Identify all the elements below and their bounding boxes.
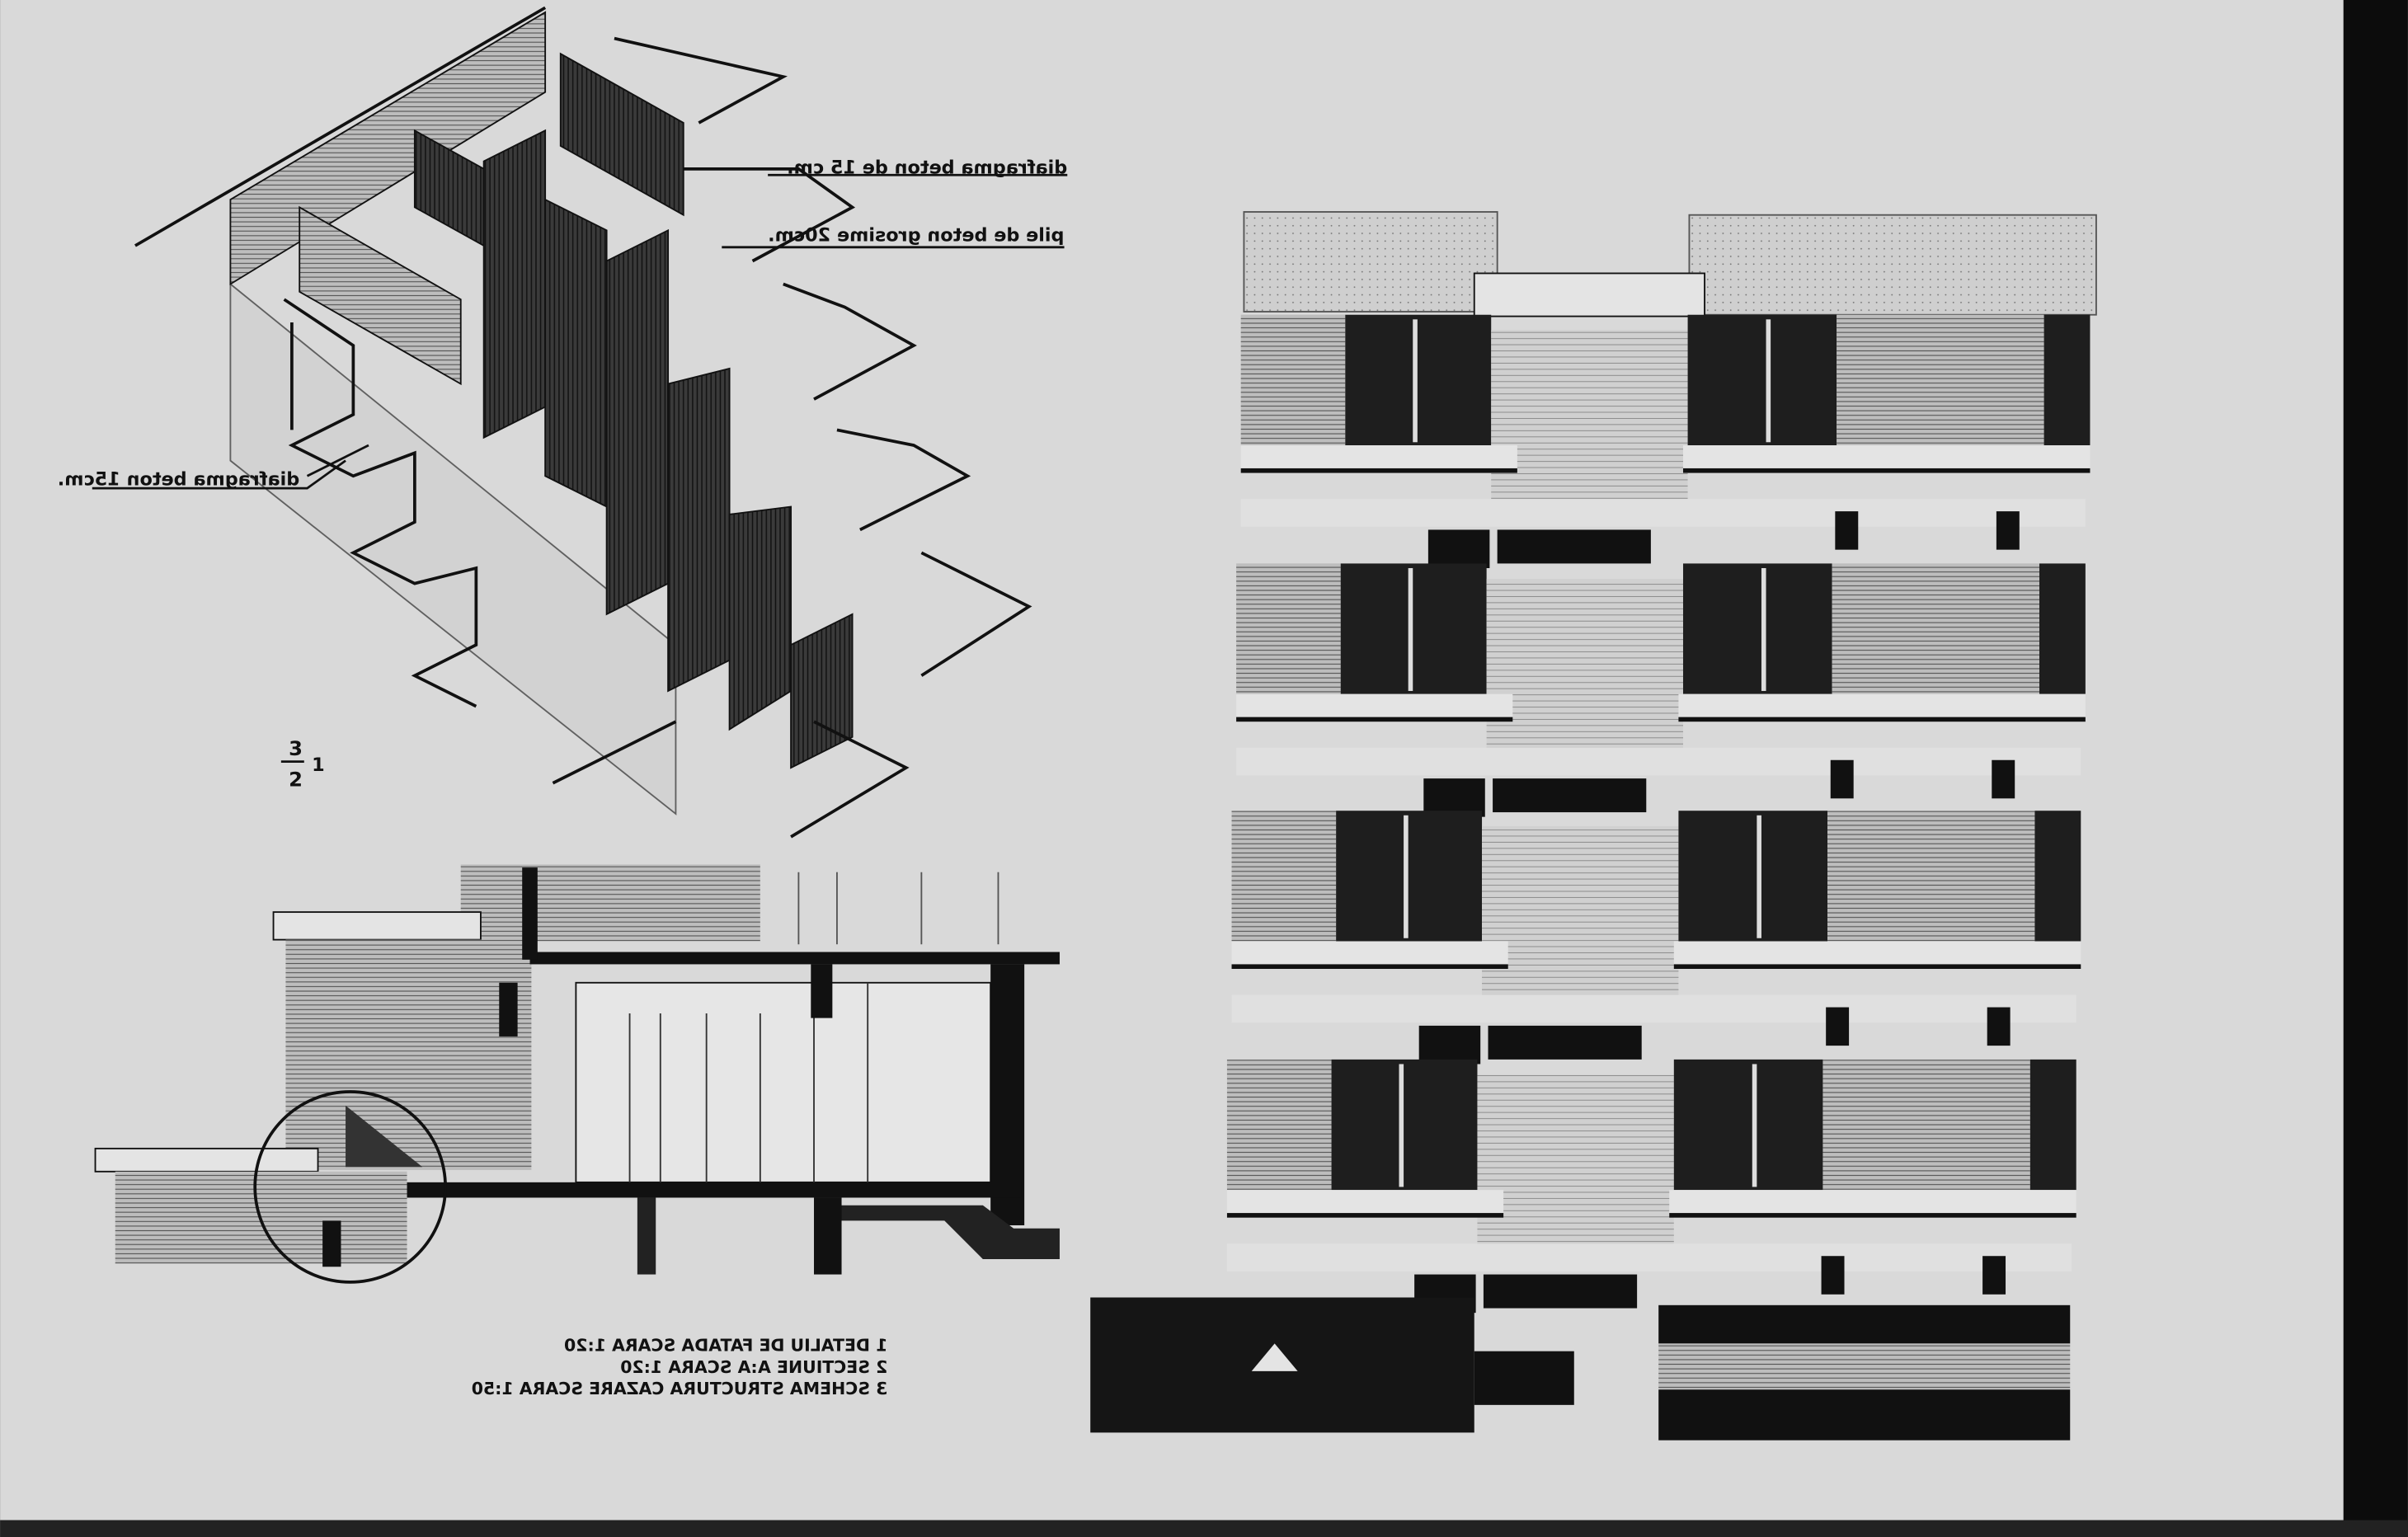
fraction-left: 1 (312, 754, 325, 776)
shadow (1423, 778, 1485, 817)
slab-line (1673, 964, 2081, 970)
slab-line (1231, 964, 1508, 970)
stair-landing (1483, 1274, 1638, 1309)
dark-bottom-edge (0, 1520, 2408, 1537)
balcony-slab (1673, 941, 2081, 965)
slab-line (1226, 1213, 1504, 1218)
fraction-top: 3 (289, 737, 303, 760)
bracket (1982, 1256, 2006, 1295)
floor-band (1226, 1243, 2072, 1271)
window-mullion (1766, 319, 1771, 443)
stair-panel (1477, 1074, 1674, 1252)
stair-panel (1491, 330, 1688, 507)
facade-panel (1837, 314, 2044, 446)
detail-circle (253, 1090, 447, 1284)
slab-line (1236, 717, 1513, 722)
bracket (1996, 511, 2020, 550)
floor-band (1231, 994, 2076, 1023)
fraction-bottom: 2 (289, 768, 303, 791)
slab-line (1678, 717, 2086, 722)
window (1336, 811, 1483, 942)
stair-panel (1482, 825, 1679, 1003)
window (1673, 1059, 1823, 1191)
facade-panel (1827, 811, 2035, 942)
facade-panel (1832, 563, 2040, 694)
legend-item-1: 1 DETALIU DE FATADA SCARA 1:20 (564, 1336, 887, 1356)
label-pile-20cm: pile de beton grosime 20cm. (722, 224, 1065, 249)
balcony-slab (1240, 445, 1517, 468)
bracket (1826, 1007, 1850, 1046)
window-mullion (1399, 1064, 1404, 1187)
drawing-legend: 1 DETALIU DE FATADA SCARA 1:20 2 SECTIUN… (472, 1336, 888, 1398)
slab-line (1669, 1213, 2076, 1218)
balcony-slab (1669, 1190, 2076, 1214)
isometric-structure-scheme (134, 6, 1032, 839)
facade-panel (1236, 563, 1341, 694)
dark-right-edge (2343, 0, 2408, 1537)
window-mullion (1761, 567, 1766, 691)
facade-panel (1226, 1059, 1332, 1191)
window (1345, 314, 1492, 446)
slab-line (1240, 468, 1517, 473)
slab-line (1682, 468, 2091, 473)
window (1687, 314, 1837, 446)
window (1678, 811, 1828, 942)
facade-edge (2044, 314, 2091, 446)
facade-edge (2034, 811, 2081, 942)
facade-elevation (1090, 211, 2097, 1441)
bracket (1830, 759, 1854, 799)
stair-panel (1486, 579, 1683, 756)
legend-item-3: 3 SCHEMA STRUCTURA CAZARE SCARA 1:50 (472, 1379, 888, 1398)
floor-band (1236, 747, 2081, 776)
window-mullion (1757, 815, 1761, 938)
stair-landing (1493, 778, 1647, 813)
stair-landing (1488, 1025, 1642, 1060)
window (1340, 563, 1487, 694)
balcony-slab (1682, 445, 2091, 468)
facade-edge (2039, 563, 2086, 694)
balcony-slab (1226, 1190, 1504, 1214)
window-mullion (1408, 567, 1413, 691)
bracket (1992, 759, 2015, 799)
window-mullion (1404, 815, 1409, 938)
facade-panel (1240, 314, 1346, 446)
facade-panel (1231, 811, 1337, 942)
balcony-slab (1231, 941, 1508, 965)
label-text: diafragma beton 15cm. (58, 468, 299, 490)
bracket (1987, 1007, 2011, 1046)
window-mullion (1752, 1064, 1757, 1187)
facade-edge (2029, 1059, 2076, 1191)
section-a-a-drawing (94, 864, 1060, 1284)
bracket (1835, 511, 1859, 550)
bracket (1821, 1256, 1845, 1295)
label-text: pile de beton grosime 20cm. (768, 224, 1064, 246)
shadow (1418, 1025, 1481, 1065)
window-mullion (1413, 319, 1418, 443)
floor-band (1240, 499, 2086, 527)
balcony-slab (1678, 693, 2086, 717)
label-diaphragm-15cm: diafragma beton de 15 cm. (768, 157, 1067, 178)
label-diaphragm-left: diafragma beton 15cm. (58, 459, 346, 490)
window (1682, 563, 1832, 694)
window (1331, 1059, 1478, 1191)
stair-landing (1497, 529, 1651, 564)
facade-panel (1822, 1059, 2030, 1191)
legend-item-2: 2 SECTIUNE A:A SCARA 1:20 (620, 1357, 887, 1377)
shadow (1427, 529, 1490, 568)
scale-fraction: 3 1 2 (280, 737, 325, 791)
balcony-slab (1236, 693, 1513, 717)
